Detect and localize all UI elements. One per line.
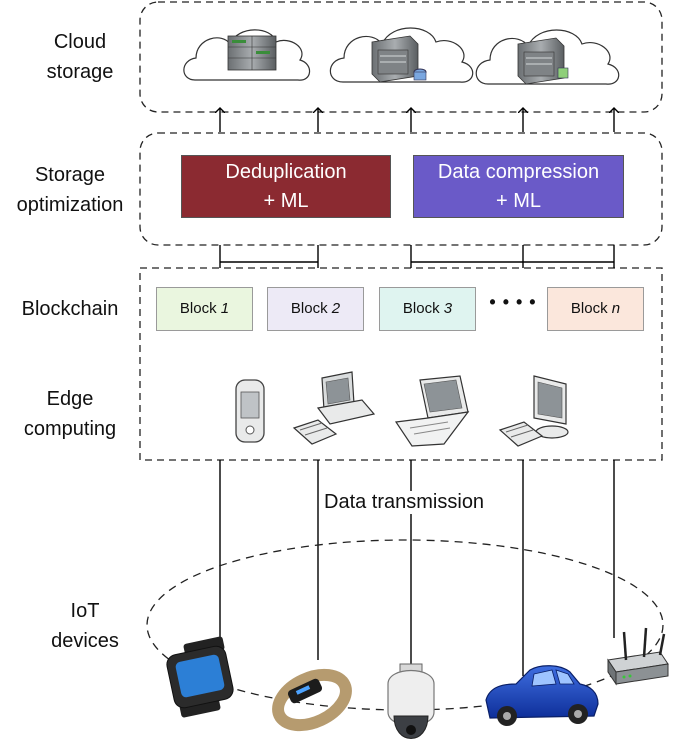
router-icon xyxy=(607,627,669,686)
server-disk-icon xyxy=(371,35,427,83)
deduplication-label: Deduplication + ML xyxy=(225,161,347,212)
blockchain-edge-layer-box xyxy=(139,267,663,461)
monitor-icon xyxy=(498,375,569,447)
block-3-prefix: Block xyxy=(402,300,444,317)
smartwatch-icon xyxy=(166,636,234,718)
data-compression-box: Data compression + ML xyxy=(413,155,624,218)
block-2-prefix: Block xyxy=(290,300,332,317)
smartphone-icon xyxy=(235,379,265,443)
cloud-layer-box xyxy=(139,1,663,113)
blockchain-label: Blockchain xyxy=(21,298,119,320)
block-3-index: 3 xyxy=(443,300,453,317)
block-1-index: 1 xyxy=(220,300,230,317)
dome-camera-icon xyxy=(387,663,435,739)
deduplication-box: Deduplication + ML xyxy=(181,155,391,218)
laptop-icon xyxy=(394,375,470,447)
block-2: Block 2 xyxy=(267,287,364,331)
block-n-prefix: Block xyxy=(570,300,612,317)
data-transmission-label: Data transmission xyxy=(322,491,487,514)
iot-devices-label: IoT devices xyxy=(51,600,119,652)
block-2-index: 2 xyxy=(331,300,341,317)
cloud-storage-label: Cloud storage xyxy=(46,31,114,83)
block-1-prefix: Block xyxy=(179,300,221,317)
server-chip-icon xyxy=(517,37,569,85)
desktop-pc-icon xyxy=(292,371,376,445)
block-n-index: n xyxy=(611,300,621,317)
block-3: Block 3 xyxy=(379,287,476,331)
upload-arrows xyxy=(220,108,614,132)
server-rack-icon xyxy=(227,35,277,71)
block-1: Block 1 xyxy=(156,287,253,331)
car-icon xyxy=(485,665,599,726)
data-compression-label: Data compression + ML xyxy=(437,161,600,212)
storage-optimization-label: Storage optimization xyxy=(16,164,124,216)
transmission-lines xyxy=(219,460,615,676)
optimization-layer-box xyxy=(139,132,663,246)
blocks-ellipsis: • • • • xyxy=(489,292,537,312)
block-n: Block n xyxy=(547,287,644,331)
fitness-band-icon xyxy=(272,668,352,732)
optimization-connectors xyxy=(219,245,615,268)
edge-computing-label: Edge computing xyxy=(23,388,117,440)
